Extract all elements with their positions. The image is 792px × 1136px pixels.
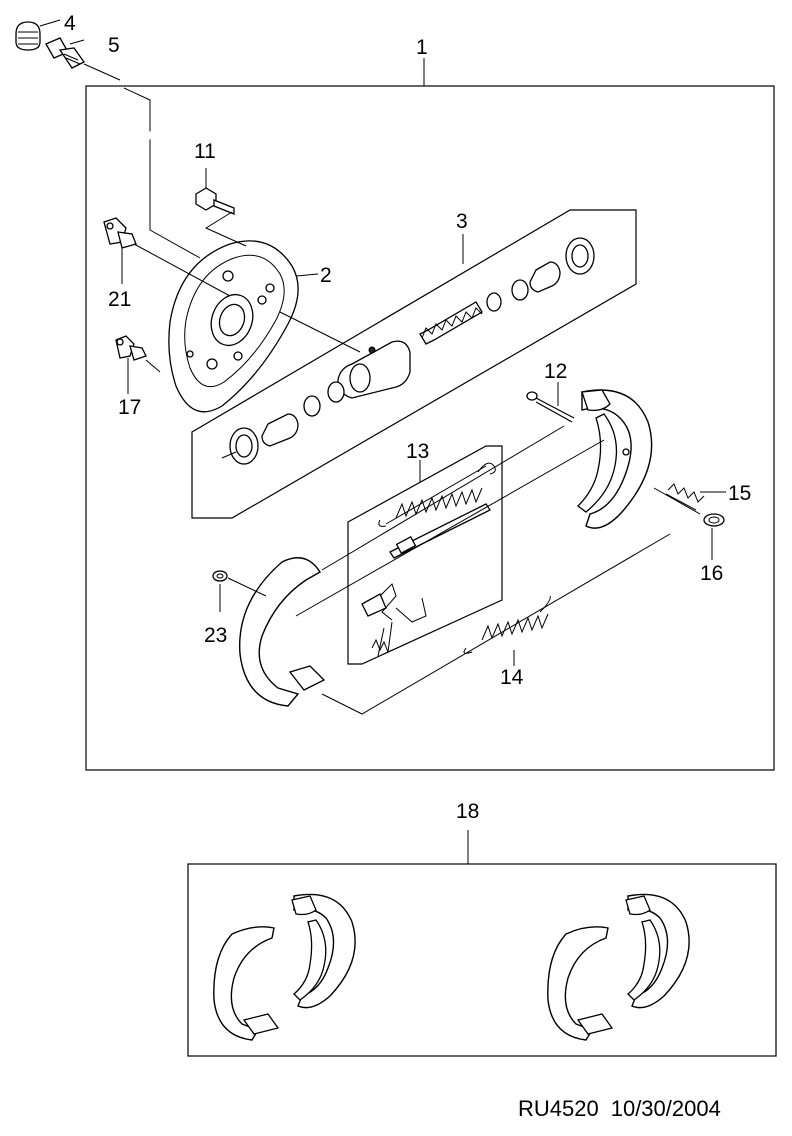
cup-part-16 (653, 487, 725, 560)
brake-shoe-right-upper (577, 389, 653, 529)
callout-12: 12 (544, 360, 567, 383)
spring-part-14 (463, 595, 551, 666)
callout-5: 5 (108, 34, 120, 57)
backing-plate-part (168, 240, 299, 413)
callout-14: 14 (500, 666, 524, 689)
brake-shoe-left-lower (238, 557, 326, 707)
callout-17: 17 (118, 396, 141, 419)
drawing-date: 10/30/2004 (610, 1096, 721, 1121)
callout-3: 3 (456, 210, 468, 233)
wheel-cylinder-kit-group (191, 209, 637, 519)
washer-part-23 (212, 570, 267, 612)
bleeder-screw-part (45, 37, 121, 81)
callout-23: 23 (204, 624, 227, 647)
callout-15: 15 (728, 482, 751, 505)
shoe-set-right (547, 893, 690, 1041)
callout-18: 18 (456, 800, 479, 823)
fitting-part-21 (103, 217, 231, 297)
bolt-part (195, 168, 247, 247)
drawing-footer: RU4520 10/30/2004 (518, 1096, 733, 1122)
hold-down-pin-part (526, 382, 575, 423)
callout-2: 2 (320, 264, 332, 287)
drawing-code: RU4520 (518, 1096, 599, 1121)
shoe-set-frame (187, 863, 777, 1057)
fitting-part-17 (115, 335, 161, 394)
bleeder-cap-part (15, 19, 61, 51)
spring-part-15 (665, 483, 726, 511)
callout-13: 13 (406, 440, 429, 463)
callout-4: 4 (64, 12, 76, 35)
shoe-set-left (213, 893, 356, 1041)
adjuster-spring-group (347, 445, 503, 665)
callout-21: 21 (108, 288, 131, 311)
callout-11: 11 (194, 140, 216, 163)
callout-1: 1 (416, 36, 428, 59)
callout-16: 16 (700, 562, 723, 585)
assembly-frame (85, 85, 775, 771)
